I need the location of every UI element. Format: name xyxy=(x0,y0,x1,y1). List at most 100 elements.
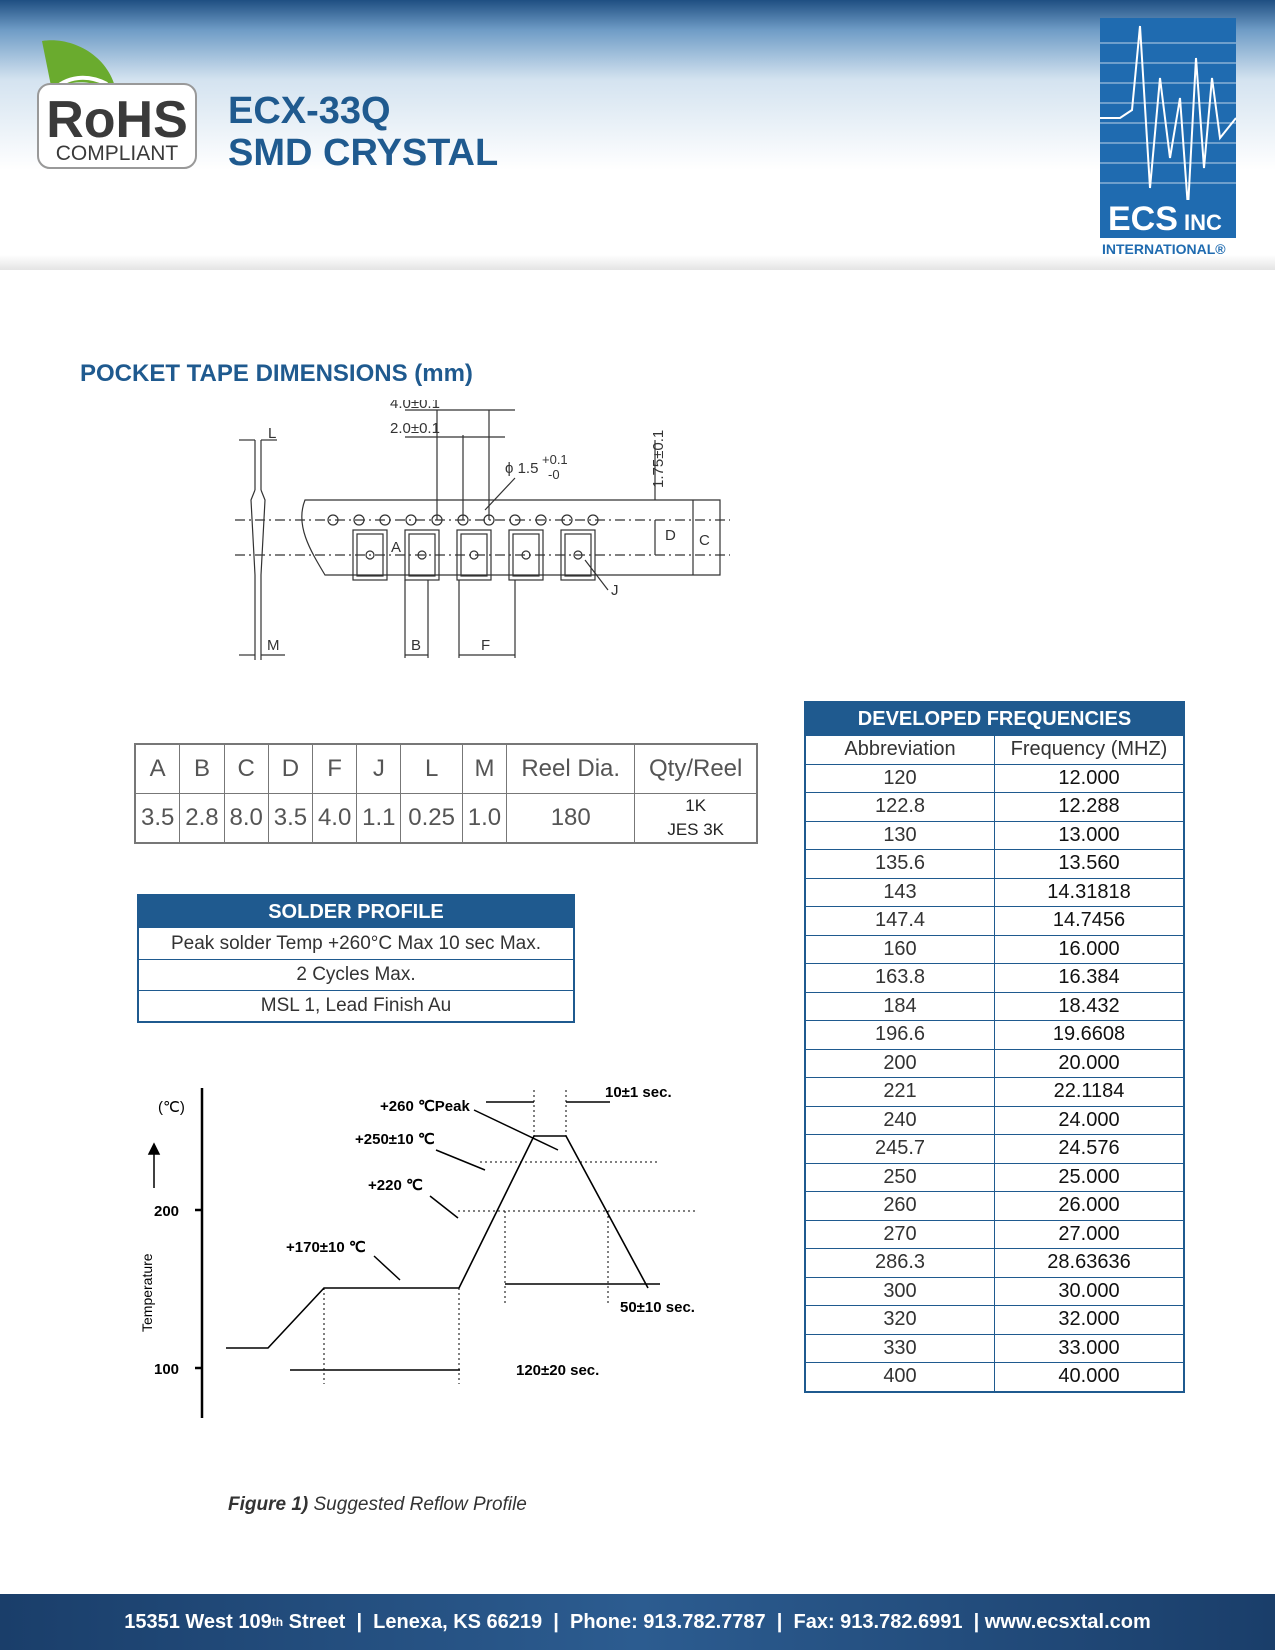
dimensions-value-row: 3.5 2.8 8.0 3.5 4.0 1.1 0.25 1.0 180 1K … xyxy=(134,793,758,844)
frequency-value: 16.384 xyxy=(994,963,1185,993)
logo-ecs: ECS xyxy=(1108,200,1178,238)
section-title: POCKET TAPE DIMENSIONS (mm) xyxy=(80,360,473,387)
solder-row: 2 Cycles Max. xyxy=(137,959,575,991)
frequency-value: 14.31818 xyxy=(994,877,1185,907)
dim-value: 3.5 xyxy=(134,793,181,844)
dimensions-header-row: A B C D F J L M Reel Dia. Qty/Reel xyxy=(134,743,758,794)
dim-value: 8.0 xyxy=(223,793,269,844)
frequency-abbreviation: 143 xyxy=(804,877,995,907)
label-A: A xyxy=(391,539,401,556)
dim-header: M xyxy=(461,743,508,794)
dim-header: A xyxy=(134,743,181,794)
dim-header: L xyxy=(400,743,463,794)
frequency-abbreviation: 163.8 xyxy=(804,963,995,993)
frequency-value: 14.7456 xyxy=(994,906,1185,936)
reflow-profile-chart: (℃) 200 100 Temperature 10±1 sec. +260 ℃… xyxy=(140,1084,695,1418)
label-above-220: 50±10 sec. xyxy=(620,1299,695,1316)
frequency-abbreviation: 200 xyxy=(804,1048,995,1078)
dim-hole-plus: +0.1 xyxy=(542,452,568,467)
qty-per-reel: 1K JES 3K xyxy=(634,793,758,844)
label-D: D xyxy=(665,527,676,544)
solder-profile-title: SOLDER PROFILE xyxy=(137,894,575,929)
header-band xyxy=(0,0,1275,270)
frequency-value: 24.576 xyxy=(994,1134,1185,1164)
title-model: ECX-33Q xyxy=(228,90,391,132)
frequencies-table: DEVELOPED FREQUENCIES Abbreviation Frequ… xyxy=(804,701,1185,1393)
frequency-value: 16.000 xyxy=(994,934,1185,964)
frequency-value: 22.1184 xyxy=(994,1077,1185,1107)
frequency-abbreviation: 147.4 xyxy=(804,906,995,936)
frequency-abbreviation: 160 xyxy=(804,934,995,964)
rohs-logo: RoHS COMPLIANT xyxy=(37,40,197,169)
dim-hole-minus: -0 xyxy=(548,467,560,482)
label-L: L xyxy=(268,425,276,442)
frequency-value: 20.000 xyxy=(994,1048,1185,1078)
rohs-text: RoHS xyxy=(46,91,188,149)
label-peak: +260 ℃Peak xyxy=(380,1098,470,1115)
title-type: SMD CRYSTAL xyxy=(228,132,499,174)
logo-international: INTERNATIONAL® xyxy=(1102,241,1226,257)
rohs-compliant-text: COMPLIANT xyxy=(56,142,179,165)
label-preheat: 120±20 sec. xyxy=(516,1362,599,1379)
waveform-icon xyxy=(1100,25,1236,209)
label-B: B xyxy=(411,637,421,654)
label-peak-time: 10±1 sec. xyxy=(605,1084,672,1101)
frequency-value: 28.63636 xyxy=(994,1248,1185,1278)
frequency-value: 27.000 xyxy=(994,1219,1185,1249)
dim-value: 4.0 xyxy=(312,793,358,844)
frequency-value: 13.000 xyxy=(994,820,1185,850)
frequency-abbreviation: 221 xyxy=(804,1077,995,1107)
tick-100: 100 xyxy=(154,1361,179,1378)
frequency-value: 12.288 xyxy=(994,792,1185,822)
dim-header: Reel Dia. xyxy=(506,743,636,794)
footer-address-start: 15351 West 109 xyxy=(124,1610,272,1633)
frequency-abbreviation: 270 xyxy=(804,1219,995,1249)
frequency-abbreviation: 122.8 xyxy=(804,792,995,822)
frequency-abbreviation: 260 xyxy=(804,1191,995,1221)
dim-header: B xyxy=(179,743,225,794)
frequency-value: 32.000 xyxy=(994,1305,1185,1335)
caption-label: Figure 1) xyxy=(228,1494,309,1515)
frequency-abbreviation: 250 xyxy=(804,1162,995,1192)
logo-inc: INC xyxy=(1184,210,1222,235)
label-220: +220 ℃ xyxy=(368,1177,423,1194)
label-C: C xyxy=(699,532,710,549)
label-J: J xyxy=(611,582,619,599)
frequency-abbreviation: 320 xyxy=(804,1305,995,1335)
label-250: +250±10 ℃ xyxy=(355,1131,435,1148)
tick-200: 200 xyxy=(154,1203,179,1220)
caption-text: Suggested Reflow Profile xyxy=(308,1494,527,1515)
pocket-tape-drawing: 4.0±0.1 2.0±0.1 ϕ 1.5 +0.1 -0 1.75±0.1 L… xyxy=(235,400,730,660)
dim-edge: 1.75±0.1 xyxy=(650,430,667,488)
dim-value: 3.5 xyxy=(267,793,314,844)
frequency-value: 25.000 xyxy=(994,1162,1185,1192)
frequency-value: 19.6608 xyxy=(994,1020,1185,1050)
qty-line-1: 1K xyxy=(685,796,707,815)
label-M: M xyxy=(267,637,280,654)
figure-caption: Figure 1) Suggested Reflow Profile xyxy=(228,1494,527,1516)
footer-address-sup: th xyxy=(271,1615,284,1629)
frequency-abbreviation: 400 xyxy=(804,1362,995,1392)
frequency-value: 13.560 xyxy=(994,849,1185,879)
col-abbreviation: Abbreviation xyxy=(804,735,995,765)
frequency-value: 24.000 xyxy=(994,1105,1185,1135)
frequencies-title: DEVELOPED FREQUENCIES xyxy=(805,702,1185,736)
ecs-logo: ECS INC INTERNATIONAL® xyxy=(1100,18,1236,257)
dim-header: F xyxy=(312,743,358,794)
